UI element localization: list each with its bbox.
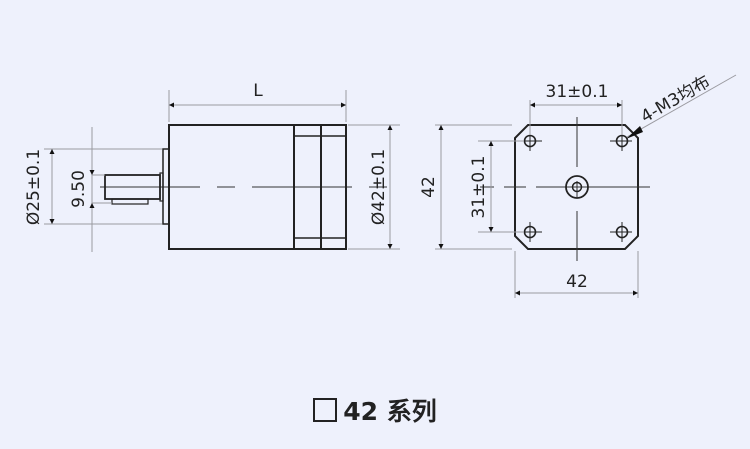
hole-spacing-horizontal-label: 31±0.1: [546, 82, 609, 102]
shaft-flat-label: 9.50: [69, 170, 89, 208]
leader-line: [626, 74, 737, 138]
front-view: 42 31±0.1 31±0.1 42 4-M3均布: [419, 72, 737, 298]
side-view: L Ø42±0.1 Ø25±0.1 9.50: [24, 81, 400, 252]
body-diameter-label: Ø42±0.1: [369, 149, 389, 225]
leader-arrow-icon: [626, 126, 643, 139]
mounting-face: [514, 124, 639, 250]
square-icon: [313, 398, 338, 422]
mounting-holes-label: 4-M3均布: [638, 72, 714, 128]
hole-spacing-vertical-label: 31±0.1: [469, 156, 489, 219]
length-label: L: [253, 81, 263, 101]
series-label: 42 系列: [343, 397, 437, 426]
series-title: 42 系列: [0, 392, 750, 428]
flange-diameter-label: Ø25±0.1: [24, 149, 44, 225]
width-label: 42: [566, 272, 588, 292]
height-label: 42: [419, 176, 439, 198]
center-boss: [565, 175, 589, 199]
shaft-key: [111, 198, 149, 205]
